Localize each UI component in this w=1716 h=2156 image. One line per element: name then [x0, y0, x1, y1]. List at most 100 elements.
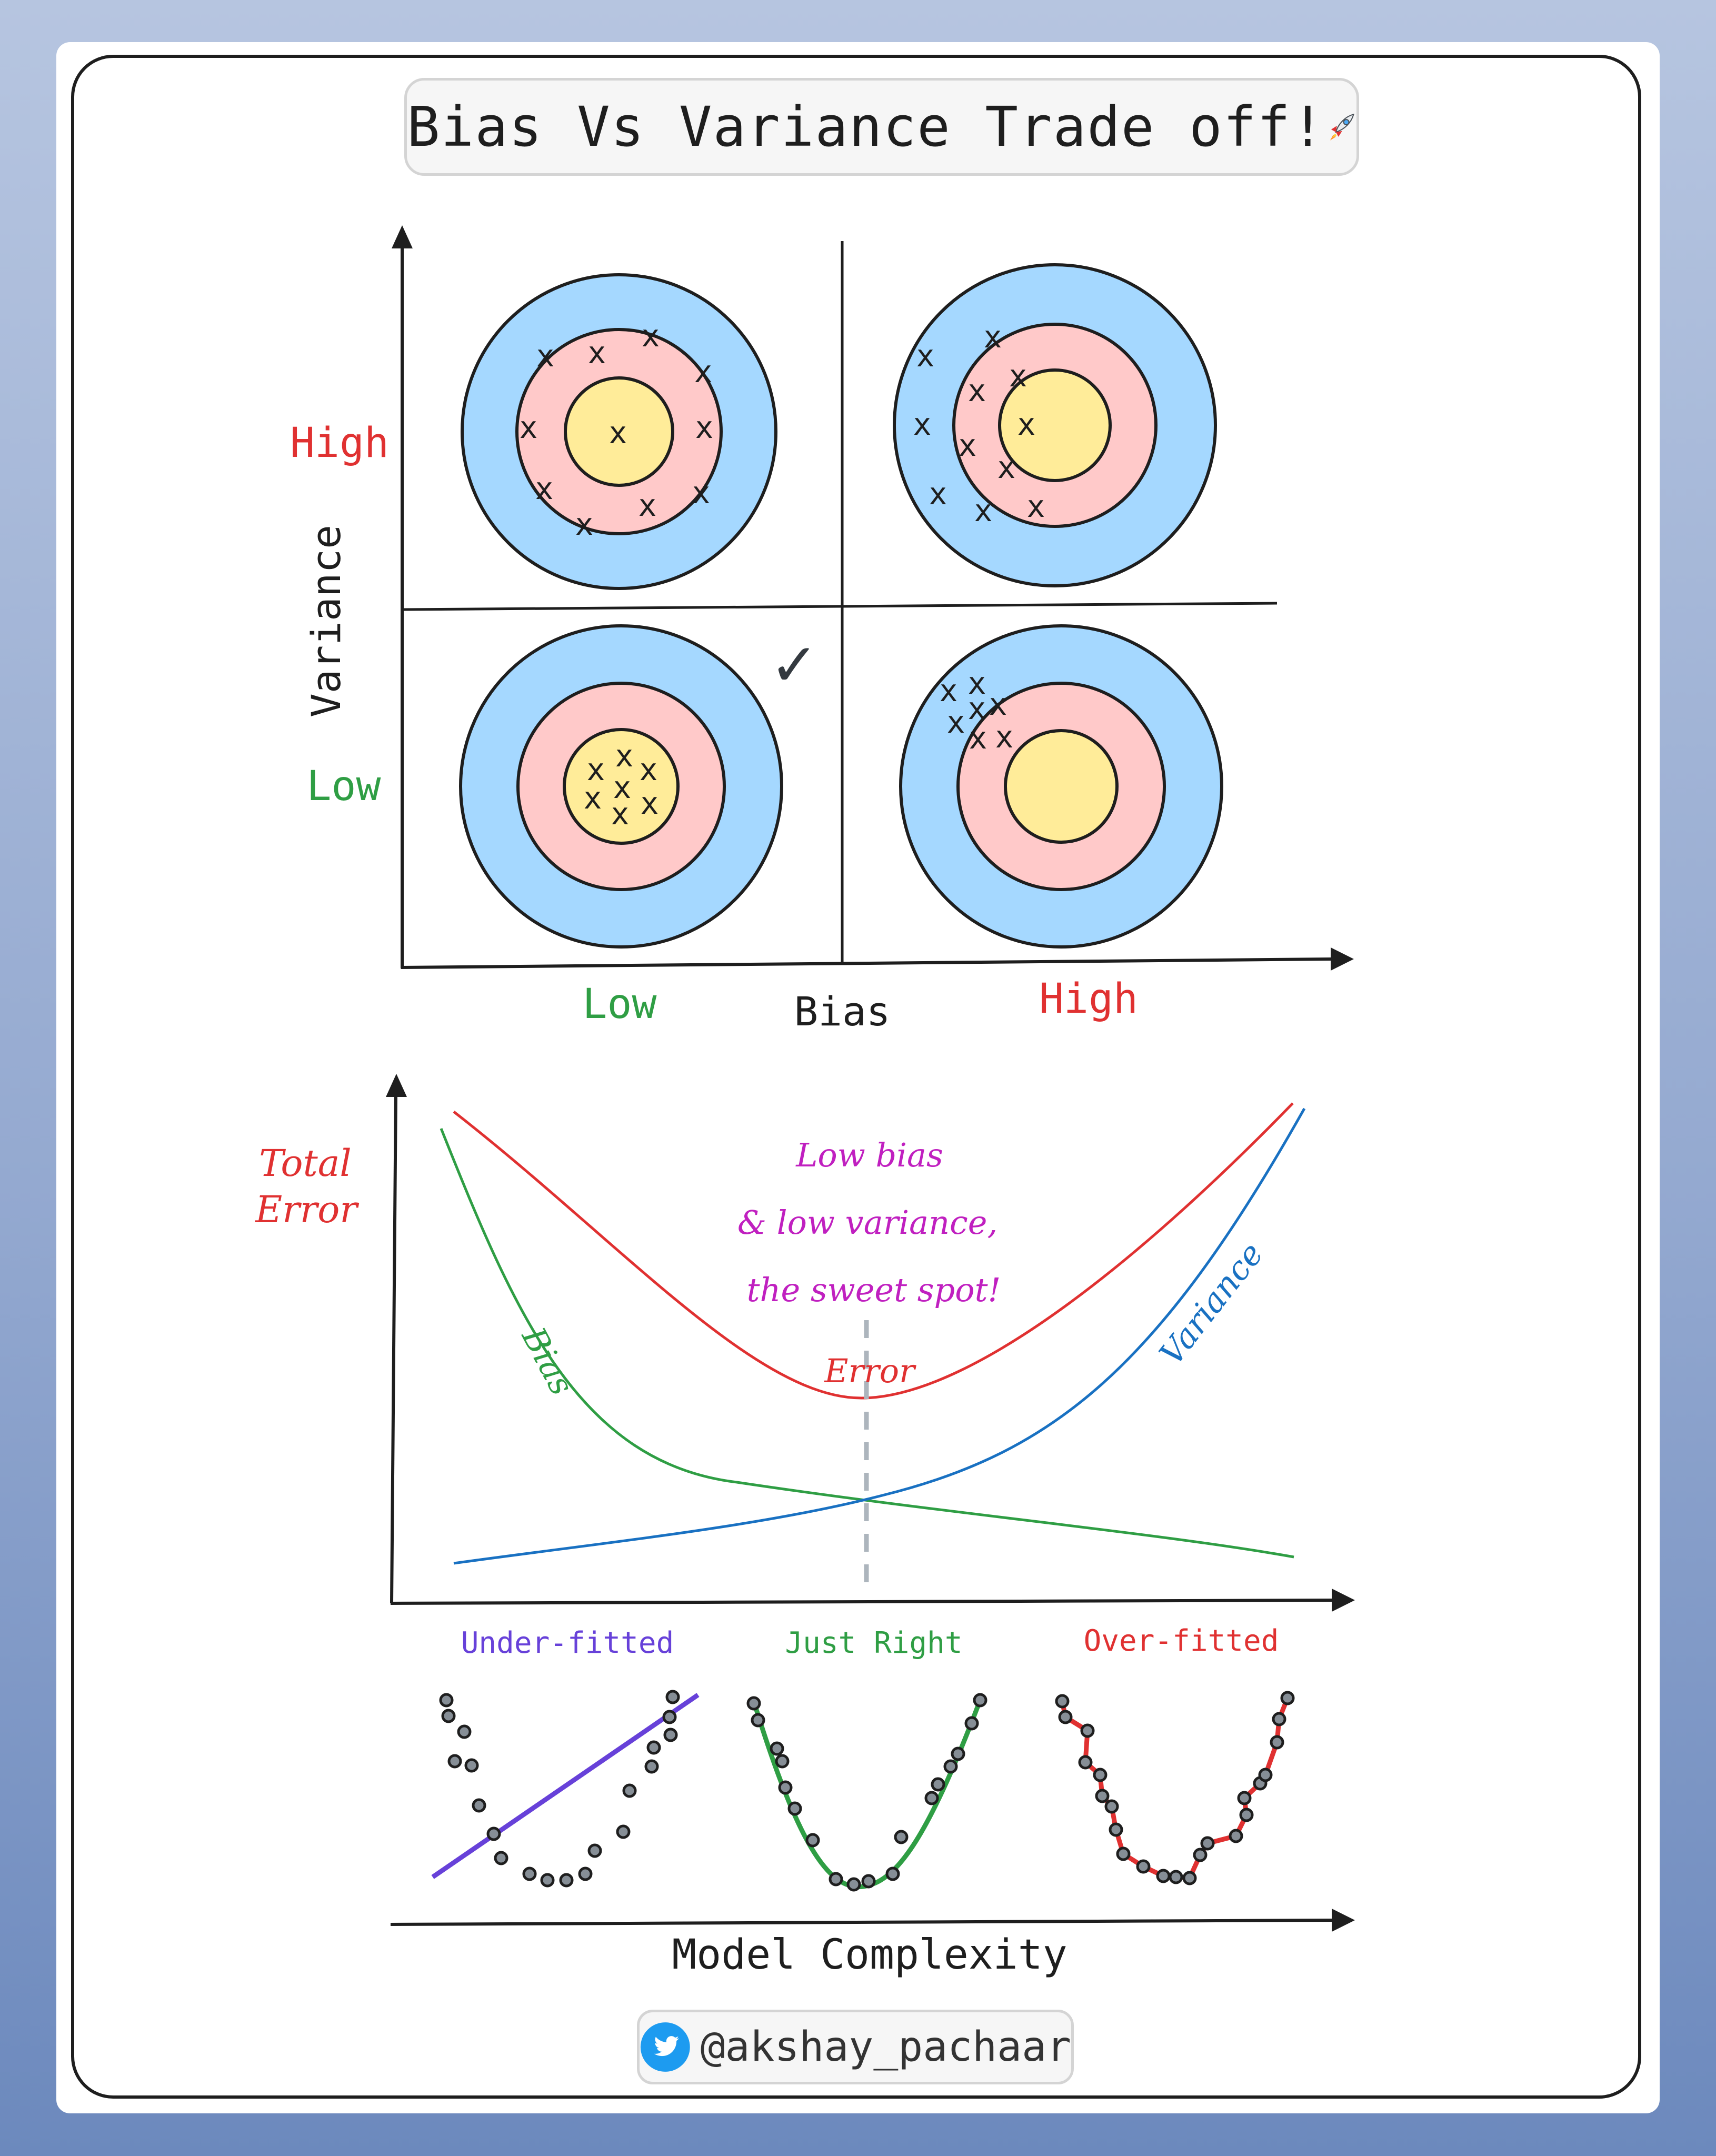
hit-marker: x — [587, 752, 605, 787]
under-fitted-label: Under-fitted — [461, 1626, 674, 1660]
variance-curve-label: Variance — [1152, 1235, 1271, 1372]
sample-point — [665, 1690, 680, 1704]
sample-point — [578, 1866, 593, 1881]
under-fitted-example — [431, 1690, 700, 1888]
sample-point — [616, 1824, 631, 1839]
twitter-bird-icon — [640, 2022, 690, 2072]
under-fit-points — [439, 1690, 680, 1888]
sample-point — [787, 1801, 802, 1816]
annotation-line1: Low bias — [795, 1136, 943, 1174]
page-title: Bias Vs Variance Trade off! — [407, 95, 1325, 159]
sample-point — [1280, 1691, 1295, 1705]
sample-point — [1182, 1871, 1197, 1885]
sample-point — [447, 1754, 462, 1769]
author-handle-box[interactable]: @akshay_pachaar — [637, 2010, 1074, 2084]
card-frame — [71, 55, 1641, 2099]
sample-point — [486, 1826, 501, 1841]
hit-marker: x — [535, 471, 554, 506]
bias-low-label: Low — [583, 981, 657, 1028]
sample-point — [559, 1873, 574, 1888]
hit-marker: x — [692, 475, 711, 511]
bias-curve-label: Bias — [514, 1321, 582, 1402]
annotation-line3: the sweet spot! — [747, 1271, 1001, 1309]
sample-point — [1193, 1848, 1208, 1862]
hit-marker: x — [940, 673, 958, 708]
hit-marker: x — [520, 410, 538, 445]
sample-point — [1109, 1822, 1123, 1837]
sample-point — [861, 1874, 876, 1889]
author-handle[interactable]: @akshay_pachaar — [700, 2023, 1071, 2071]
check-mark: ✓ — [770, 631, 819, 700]
model-complexity-label: Model Complexity — [672, 1931, 1067, 1979]
just-right-points — [746, 1693, 987, 1892]
bias-axis-arrow — [1331, 947, 1354, 971]
sample-point — [770, 1741, 784, 1756]
hit-marker: x — [611, 796, 630, 832]
title-box: Bias Vs Variance Trade off! — [404, 78, 1359, 176]
sample-point — [1200, 1836, 1215, 1851]
hit-marker: x — [974, 493, 993, 528]
rocket-icon — [1330, 113, 1354, 141]
sample-point — [472, 1798, 486, 1813]
sample-point — [646, 1740, 661, 1755]
sample-point — [1136, 1859, 1151, 1874]
sample-point — [439, 1693, 454, 1708]
sample-point — [964, 1716, 979, 1731]
sample-point — [464, 1758, 479, 1773]
card-background — [56, 42, 1660, 2113]
bias-curve — [440, 1128, 1294, 1559]
hit-marker: x — [609, 415, 627, 451]
target-low-bias-low-variance — [459, 624, 783, 949]
sample-point — [894, 1830, 909, 1844]
sample-point — [973, 1693, 987, 1708]
bias-high-label: High — [1039, 975, 1138, 1023]
model-complexity-axis — [390, 1919, 1332, 1926]
over-fit-points — [1055, 1691, 1295, 1885]
sample-point — [1093, 1768, 1108, 1782]
sample-point — [1156, 1869, 1171, 1883]
sample-point — [1116, 1846, 1131, 1861]
fit-examples: Under-fitted Just Right Over-fitted Mode… — [390, 1624, 1355, 1979]
error-curve-label: Error — [824, 1352, 916, 1390]
hit-marker: x — [1009, 358, 1027, 394]
hit-marker: x — [997, 450, 1016, 485]
sample-point — [494, 1851, 508, 1865]
sample-point — [1272, 1712, 1286, 1726]
sample-point — [441, 1709, 456, 1723]
just-right-example — [746, 1693, 987, 1892]
sample-point — [1229, 1829, 1243, 1843]
hit-marker: x — [536, 338, 555, 374]
variance-axis-arrow — [392, 225, 413, 248]
sample-point — [1237, 1791, 1252, 1805]
hit-marker: x — [613, 770, 632, 805]
hit-marker: x — [959, 427, 977, 463]
hit-marker: x — [640, 752, 658, 787]
complexity-axis — [390, 1599, 1332, 1605]
variance-curve — [453, 1107, 1306, 1565]
hit-marker: x — [989, 686, 1007, 722]
error-axis-arrow — [386, 1074, 407, 1097]
sample-point — [1169, 1870, 1183, 1884]
hit-marker: x — [947, 704, 965, 740]
sample-point — [622, 1783, 637, 1798]
target-low-bias-high-variance — [461, 273, 777, 590]
complexity-axis-arrow — [1332, 1589, 1355, 1612]
hit-marker: x — [641, 785, 659, 821]
variance-high-label: High — [290, 420, 389, 467]
hit-marker: x — [694, 354, 713, 390]
sample-point — [1258, 1768, 1273, 1782]
sample-point — [644, 1759, 659, 1774]
variance-low-label: Low — [307, 763, 381, 810]
sample-point — [751, 1713, 765, 1728]
over-fit-line — [1060, 1697, 1290, 1881]
total-error-label-line2: Error — [254, 1188, 359, 1231]
sample-point — [1239, 1808, 1254, 1822]
quadrant-divider-horizontal — [403, 602, 1278, 611]
hit-marker: x — [968, 665, 986, 701]
hit-marker: x — [968, 691, 986, 726]
sample-point — [775, 1754, 790, 1769]
sample-point — [663, 1728, 678, 1742]
